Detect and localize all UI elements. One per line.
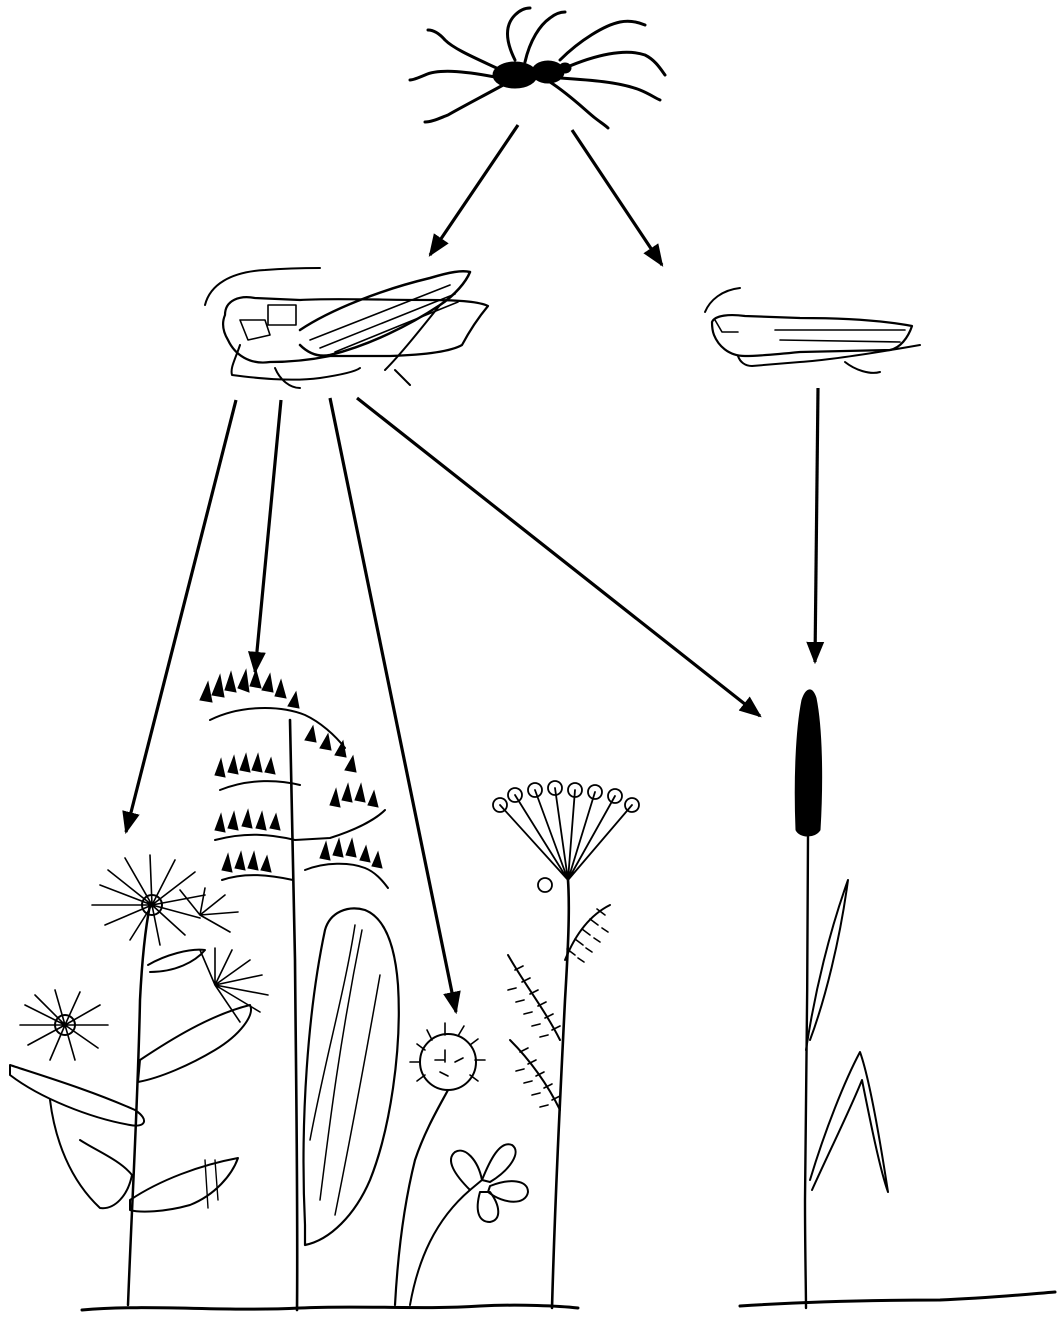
arrow-grasshopper-small-to-grass <box>815 388 818 662</box>
ground-line-left <box>82 1305 578 1310</box>
yarrow-plant-icon <box>493 781 639 1308</box>
ground-line-right <box>740 1292 1055 1306</box>
arrow-grasshopper-to-clover <box>330 398 456 1012</box>
arrow-grasshopper-to-goldenrod <box>255 400 281 672</box>
grasshopper-small-icon <box>705 288 920 373</box>
arrow-grasshopper-to-grass <box>357 398 760 716</box>
aster-flower-icon <box>10 855 268 1305</box>
goldenrod-plant-icon <box>200 670 399 1310</box>
grasshopper-large-icon <box>205 268 488 388</box>
arrow-spider-to-grasshopper-small <box>572 130 662 265</box>
arrow-spider-to-grasshopper-large <box>430 125 518 255</box>
grass-seedhead-icon <box>795 690 888 1308</box>
spider-icon <box>410 8 665 128</box>
clover-icon <box>395 1023 528 1305</box>
